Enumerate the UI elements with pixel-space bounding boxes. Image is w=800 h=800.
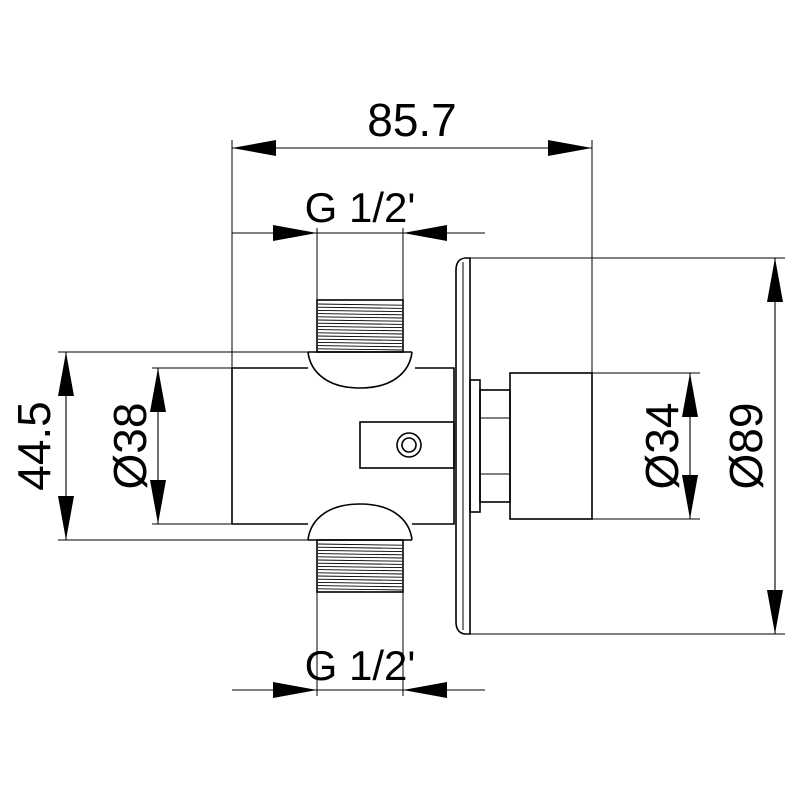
thread-bottom-label: G 1/2': [305, 642, 416, 689]
dimension-overall-length: 85.7: [232, 94, 592, 156]
thread-line: [317, 588, 403, 591]
bottom-dome-fitting: [307, 503, 413, 541]
thread-line: [317, 316, 403, 319]
thread-line: [317, 581, 403, 585]
dimension-body-height: 44.5: [8, 352, 74, 540]
dimension-thread-bottom: G 1/2': [232, 642, 485, 698]
thread-line: [317, 578, 403, 581]
thread-line: [317, 335, 403, 338]
thread-line: [317, 562, 403, 565]
body-height-label: 44.5: [8, 401, 60, 491]
top-threaded-inlet: [316, 299, 404, 353]
thread-line: [317, 543, 403, 546]
thread-line: [317, 329, 403, 332]
bottom-threaded-inlet: [316, 539, 404, 593]
extension-lines: [58, 140, 785, 696]
body-diameter-label: Ø38: [104, 403, 156, 490]
thread-line: [317, 553, 403, 556]
spindle-assembly: [469, 372, 593, 520]
dimension-thread-top: G 1/2': [232, 184, 485, 241]
flange-diameter-label: Ø89: [720, 403, 772, 490]
thread-line: [317, 313, 403, 316]
thread-line: [317, 306, 403, 309]
thread-line: [317, 303, 403, 306]
thread-line: [317, 585, 403, 588]
thread-line: [317, 575, 403, 578]
dimension-spindle-diameter: Ø34: [636, 373, 698, 519]
spindle-diameter-label: Ø34: [636, 403, 688, 490]
thread-line: [317, 319, 403, 322]
thread-top-label: G 1/2': [305, 184, 416, 231]
cover-flange: [455, 257, 471, 635]
thread-line: [317, 549, 403, 553]
thread-line: [317, 569, 403, 572]
thread-line: [317, 325, 403, 329]
dimension-flange-diameter: Ø89: [720, 258, 783, 634]
dimension-body-diameter: Ø38: [104, 368, 166, 524]
valve-body: [231, 367, 455, 525]
overall-length-label: 85.7: [367, 94, 457, 146]
thread-line: [317, 322, 403, 325]
thread-line: [317, 345, 403, 348]
thread-line: [317, 556, 403, 559]
top-dome-fitting: [307, 351, 413, 389]
thread-line: [317, 332, 403, 335]
side-slot: [359, 421, 455, 469]
thread-line: [317, 559, 403, 562]
thread-line: [317, 338, 403, 341]
thread-line: [317, 546, 403, 549]
thread-line: [317, 348, 403, 351]
thread-line: [317, 309, 403, 313]
thread-line: [317, 565, 403, 569]
thread-line: [317, 341, 403, 345]
thread-line: [317, 572, 403, 575]
